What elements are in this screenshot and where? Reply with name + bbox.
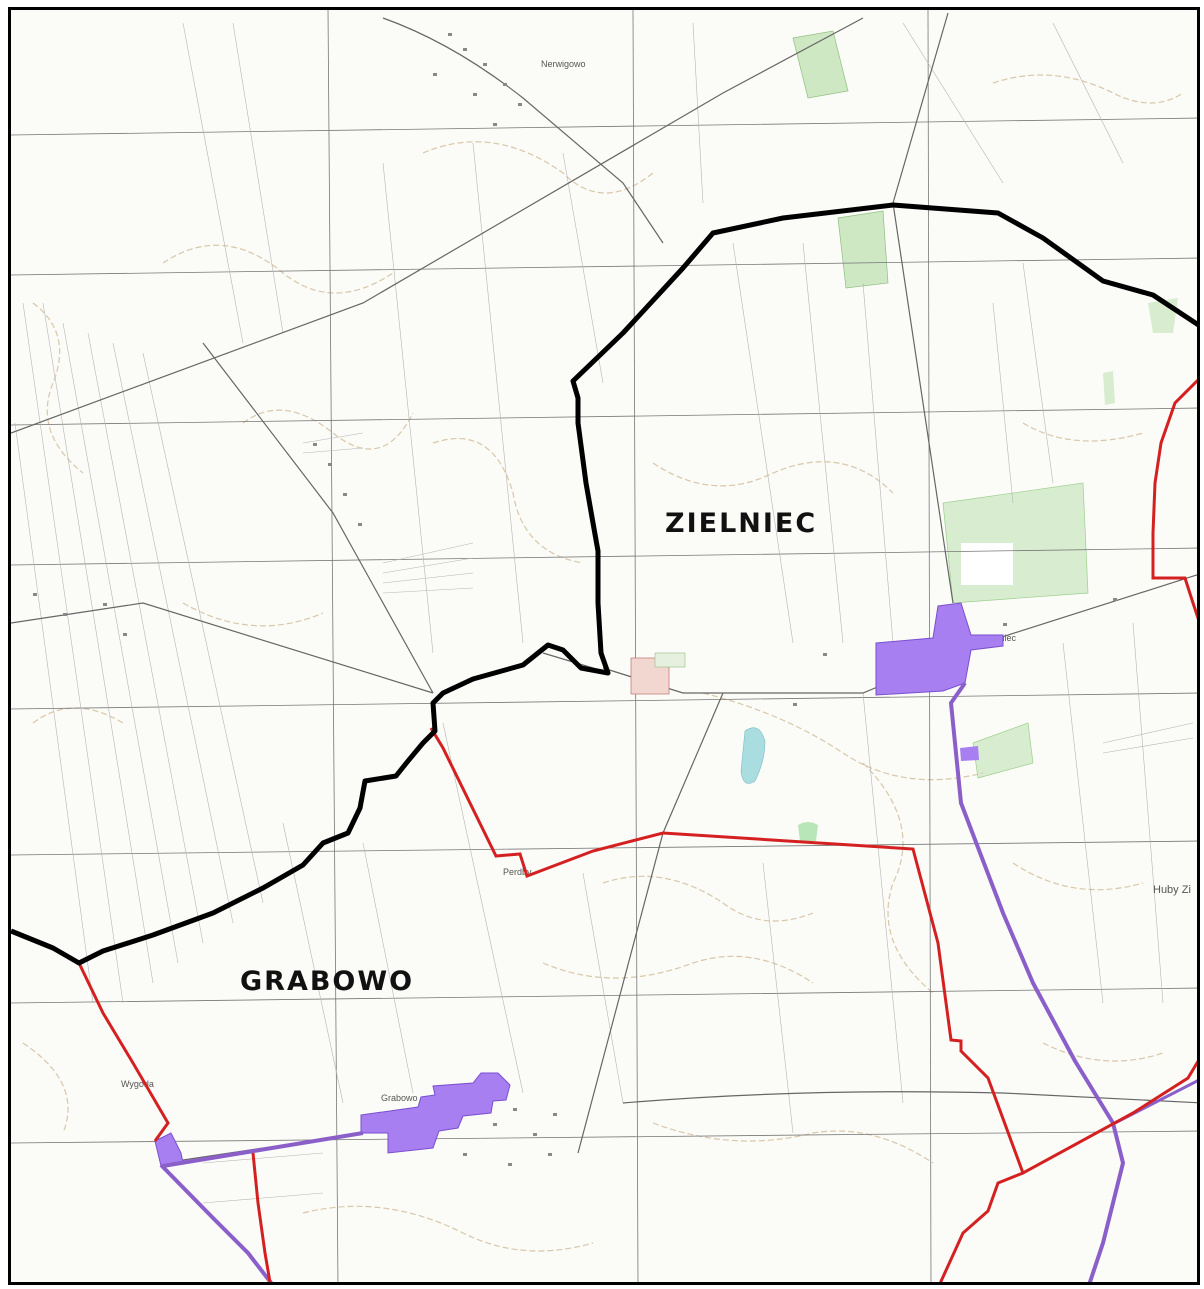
map-frame: Nerwigowo Zielniec Grabowo Wygoda Perdby… (8, 7, 1200, 1285)
purple-route-southwest[interactable] (159, 1163, 275, 1285)
purple-route-west[interactable] (162, 1131, 364, 1168)
region-label-grabowo: GRABOWO (240, 966, 414, 997)
red-boundary-central[interactable] (429, 727, 1200, 1176)
topographic-map[interactable]: Nerwigowo Zielniec Grabowo Wygoda Perdby… (11, 10, 1200, 1285)
red-boundary-east[interactable] (1151, 375, 1200, 633)
purple-areas[interactable] (154, 602, 1004, 1167)
red-boundary-west[interactable] (77, 962, 170, 1142)
purple-route-east[interactable] (948, 681, 1126, 1285)
red-boundaries[interactable] (77, 375, 1200, 1285)
purple-area-zielniec-small[interactable] (960, 746, 979, 761)
purple-area-wygoda[interactable] (154, 1132, 184, 1167)
purple-area-grabowo[interactable] (360, 1072, 511, 1154)
red-boundary-grabowo-south[interactable] (251, 1152, 272, 1285)
region-label-zielniec: ZIELNIEC (665, 508, 817, 539)
field-parcels (14, 22, 1194, 1204)
label-nerwigowo: Nerwigowo (541, 59, 586, 69)
label-wygoda: Wygoda (121, 1079, 154, 1089)
label-grabowo-village: Grabowo (381, 1093, 418, 1103)
label-huby-zielniec: Huby Zi (1153, 884, 1191, 896)
contour-lines (22, 74, 1184, 1252)
settlements (33, 33, 1117, 1166)
purple-routes[interactable] (159, 681, 1200, 1285)
purple-area-zielniec[interactable] (875, 602, 1004, 696)
red-boundary-south-branch[interactable] (938, 1171, 1024, 1285)
black-boundary[interactable] (11, 202, 1200, 966)
label-perdby: Perdby (503, 867, 532, 877)
forest-areas (740, 30, 1178, 841)
